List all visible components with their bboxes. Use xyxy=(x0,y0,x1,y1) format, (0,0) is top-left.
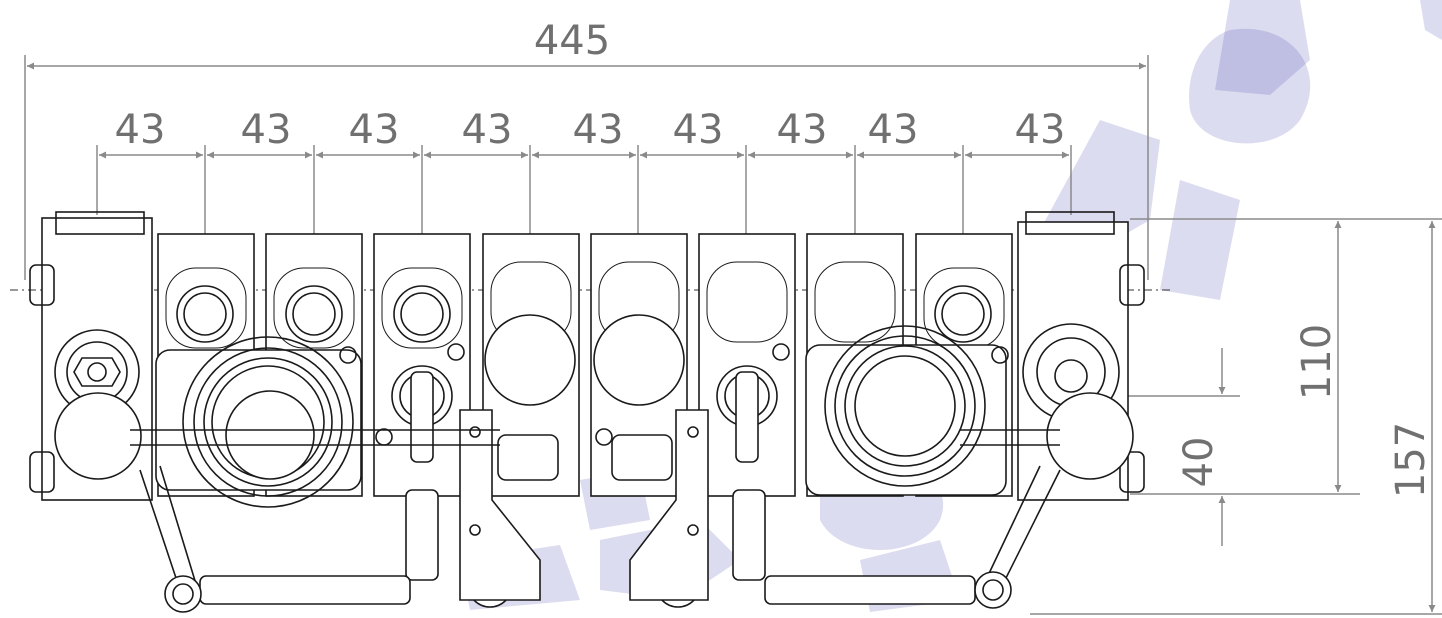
pitch-label: 43 xyxy=(1015,107,1066,153)
dimension-overall: 445 xyxy=(24,18,1149,280)
pitch-label: 43 xyxy=(349,107,400,153)
dimension-157-text: 157 xyxy=(1388,422,1434,498)
pitch-label: 43 xyxy=(462,107,513,153)
pitch-label: 43 xyxy=(115,107,166,153)
pitch-label: 43 xyxy=(868,107,919,153)
dimension-overall-text: 445 xyxy=(534,18,610,64)
pitch-label: 43 xyxy=(777,107,828,153)
dimension-40-text: 40 xyxy=(1176,437,1222,488)
dimension-pitches: 43 43 43 43 43 43 43 43 43 xyxy=(96,107,1072,235)
pitch-label: 43 xyxy=(673,107,724,153)
pitch-label: 43 xyxy=(241,107,292,153)
linkage-rods xyxy=(130,429,1061,613)
middle-levers xyxy=(391,365,778,601)
dimension-vertical: 110 40 157 xyxy=(1030,218,1442,615)
bolts xyxy=(339,343,1009,446)
dimension-110-text: 110 xyxy=(1294,324,1340,400)
pitch-label: 43 xyxy=(573,107,624,153)
